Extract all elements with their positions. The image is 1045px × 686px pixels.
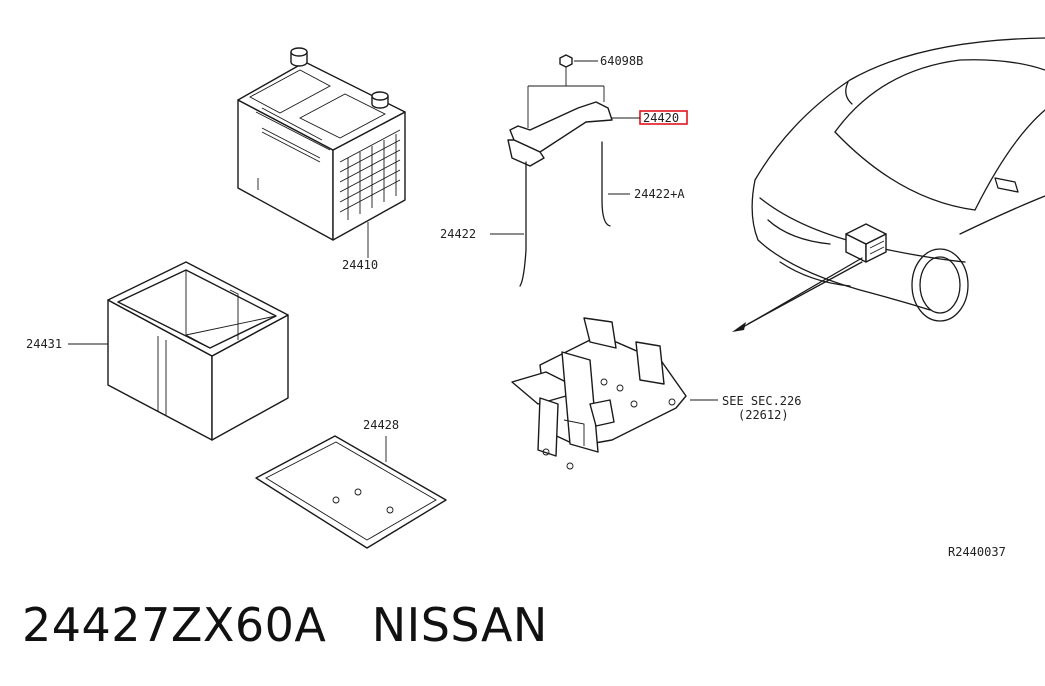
drawing-id: R2440037 — [948, 545, 1006, 559]
callout-see-section-ref: (22612) — [738, 408, 789, 422]
footer-caption: 24427ZX60A NISSAN — [22, 598, 548, 652]
callout-frame: 24420 — [643, 111, 679, 125]
battery-bracket-illustration — [511, 317, 718, 470]
hold-down-frame-illustration — [490, 54, 688, 287]
battery-illustration — [237, 47, 406, 258]
vehicle-illustration — [732, 37, 1045, 332]
callout-cover: 24431 — [26, 337, 62, 351]
highlight-box — [639, 110, 688, 125]
callout-rod-left: 24422 — [440, 227, 476, 241]
callout-rod-right: 24422+A — [634, 187, 685, 201]
callout-tray: 24428 — [363, 418, 399, 432]
callout-nut: 64098B — [600, 54, 643, 68]
callout-see-section: SEE SEC.226 — [722, 394, 801, 408]
battery-cover-illustration — [68, 261, 289, 441]
battery-tray-illustration — [255, 435, 447, 549]
footer-brand: NISSAN — [371, 598, 548, 652]
callout-battery: 24410 — [342, 258, 378, 272]
footer-part-number: 24427ZX60A — [22, 598, 327, 652]
